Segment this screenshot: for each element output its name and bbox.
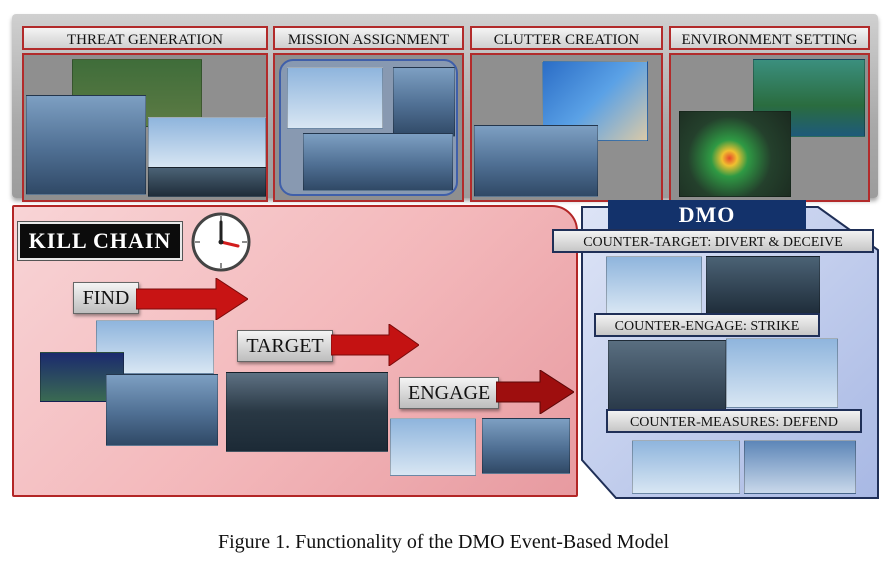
stage-mission-assignment: MISSION ASSIGNMENT [273,26,464,202]
counter-engage-label: COUNTER-ENGAGE: STRIKE [594,313,820,337]
clutter-image-collage [470,53,663,202]
counter-measures-label: COUNTER-MEASURES: DEFEND [606,409,862,433]
clock-icon [191,212,251,272]
destroyer-fleet-image [106,374,218,446]
flight-deck-image [148,167,266,197]
drone-swarm-image [606,256,702,314]
stage-clutter-creation: CLUTTER CREATION [470,26,663,202]
dmo-title: DMO [608,200,806,230]
stage-label: ENVIRONMENT SETTING [669,26,870,50]
ship-radar-targeting-image [226,372,388,452]
missile-strike-aircraft-image [390,418,476,476]
mission-image-collage [273,53,464,202]
environment-image-collage [669,53,870,202]
target-arrow-icon [331,324,419,366]
find-arrow-icon [136,278,248,320]
aircraft-carrier-image [26,95,146,195]
pilot-cockpit-image [706,256,820,314]
flare-countermeasure-image [744,440,856,494]
fighter-jet-image [148,117,266,169]
step-label-find: FIND [73,282,139,314]
stealth-fighter-image [287,67,383,129]
engage-arrow-icon [496,370,574,414]
ciws-gun-image [632,440,740,494]
mission-rounded-panel [279,59,458,196]
figure-caption: Figure 1. Functionality of the DMO Event… [217,531,670,553]
threat-image-collage [22,53,268,202]
fighter-formation-image [303,133,453,191]
stage-label: THREAT GENERATION [22,26,268,50]
harbor-boats-image [474,125,598,197]
step-label-target: TARGET [237,330,333,362]
counter-target-label: COUNTER-TARGET: DIVERT & DECEIVE [552,229,874,253]
stage-label: MISSION ASSIGNMENT [273,26,464,50]
stage-environment-setting: ENVIRONMENT SETTING [669,26,870,202]
carrier-deck-image [393,67,455,137]
missile-launch-defense-image [726,338,838,408]
missile-launch-ship-image [482,418,570,474]
attack-helicopter-image [608,340,726,410]
weather-radar-image [679,111,791,197]
step-label-engage: ENGAGE [399,377,499,409]
stage-label: CLUTTER CREATION [470,26,663,50]
stage-threat-generation: THREAT GENERATION [22,26,268,202]
kill-chain-title: KILL CHAIN [17,221,183,261]
